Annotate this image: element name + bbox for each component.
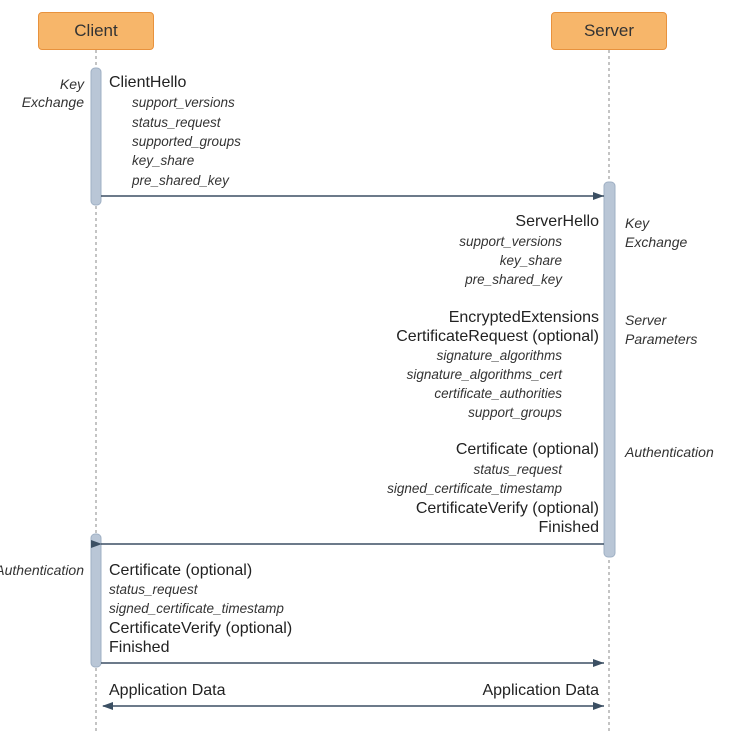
phase-server-key-exchange: Key Exchange bbox=[625, 214, 687, 252]
client-auth-ext: status_request bbox=[109, 582, 198, 597]
client-hello-ext: pre_shared_key bbox=[132, 173, 229, 188]
client-application-data: Application Data bbox=[109, 682, 226, 699]
server-hello-ext: key_share bbox=[499, 253, 562, 268]
client-hello-ext: status_request bbox=[132, 115, 221, 130]
encrypted-extensions-message: EncryptedExtensions bbox=[448, 309, 599, 326]
server-certificate-message: Certificate (optional) bbox=[455, 441, 599, 458]
client-actor: Client bbox=[38, 12, 154, 50]
phase-server-authentication: Authentication bbox=[625, 444, 714, 460]
server-params-ext: signature_algorithms_cert bbox=[406, 367, 562, 382]
server-params-ext: signature_algorithms bbox=[436, 348, 562, 363]
server-actor-label: Server bbox=[583, 21, 635, 40]
client-activation-key-exchange bbox=[90, 67, 102, 206]
client-hello-ext: supported_groups bbox=[132, 134, 241, 149]
phase-line: Parameters bbox=[625, 331, 698, 347]
client-certificate-message: Certificate (optional) bbox=[109, 562, 253, 579]
client-hello-ext: support_versions bbox=[132, 95, 235, 110]
server-hello-ext: support_versions bbox=[459, 234, 562, 249]
server-auth-ext: signed_certificate_timestamp bbox=[387, 481, 562, 496]
phase-line: Key bbox=[59, 76, 84, 92]
server-actor: Server bbox=[551, 12, 667, 50]
phase-client-key-exchange: Key Exchange bbox=[22, 75, 84, 111]
server-params-ext: certificate_authorities bbox=[434, 386, 562, 401]
client-certificate-verify-message: CertificateVerify (optional) bbox=[109, 620, 293, 637]
server-activation bbox=[603, 181, 616, 558]
client-finished-message: Finished bbox=[109, 639, 170, 656]
certificate-request-message: CertificateRequest (optional) bbox=[396, 328, 599, 345]
phase-line: Key bbox=[625, 215, 650, 231]
phase-line: Server bbox=[625, 312, 667, 328]
client-hello-title: ClientHello bbox=[109, 74, 187, 91]
client-hello-ext: key_share bbox=[132, 153, 195, 168]
phase-server-parameters: Server Parameters bbox=[625, 311, 697, 349]
server-auth-ext: status_request bbox=[473, 462, 562, 477]
client-activation-auth bbox=[90, 533, 102, 668]
client-actor-label: Client bbox=[74, 21, 118, 40]
phase-line: Exchange bbox=[21, 94, 84, 110]
server-finished-message: Finished bbox=[538, 519, 599, 536]
phase-client-authentication: Authentication bbox=[0, 562, 84, 578]
server-application-data: Application Data bbox=[482, 682, 599, 699]
server-hello-ext: pre_shared_key bbox=[465, 272, 562, 287]
client-auth-ext: signed_certificate_timestamp bbox=[109, 601, 284, 616]
server-certificate-verify-message: CertificateVerify (optional) bbox=[415, 500, 599, 517]
server-params-ext: support_groups bbox=[468, 405, 562, 420]
server-hello-title: ServerHello bbox=[515, 213, 599, 230]
phase-line: Exchange bbox=[625, 234, 688, 250]
